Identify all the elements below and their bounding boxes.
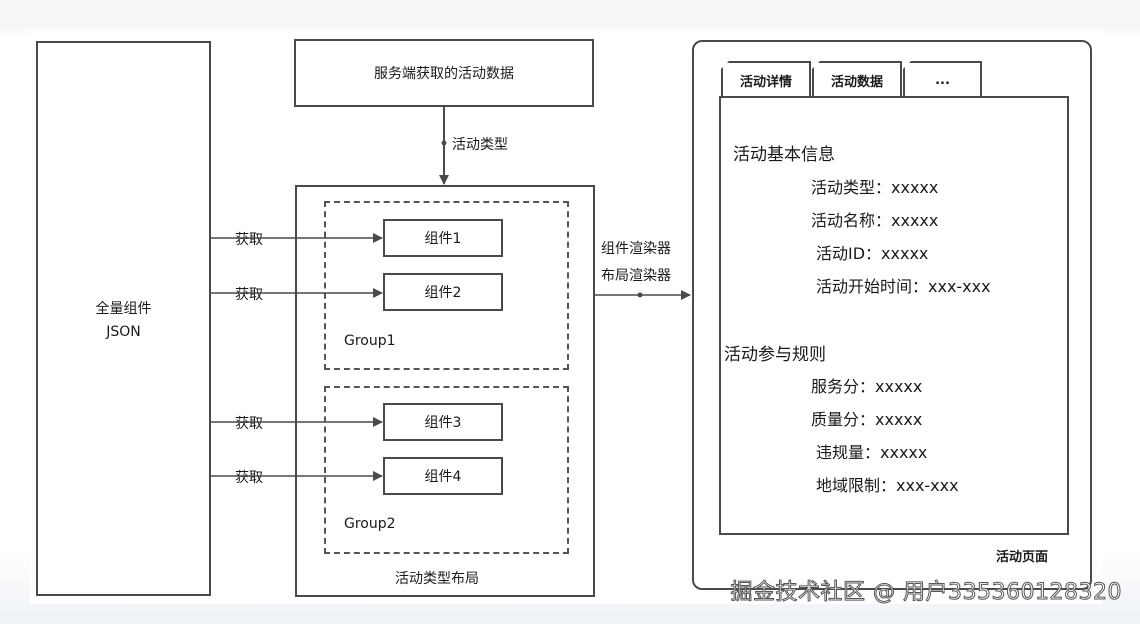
activity-page-content (719, 96, 1069, 535)
field-service-score: 服务分：xxxxx (811, 377, 923, 396)
fetch-label-2: 获取 (233, 284, 265, 304)
full-components-label: 全量组件 (95, 300, 152, 317)
json-label: JSON (106, 323, 141, 340)
tab-more[interactable]: ... (903, 61, 982, 97)
server-data-box: 服务端获取的活动数据 (294, 39, 594, 107)
component-1-label: 组件1 (424, 231, 462, 247)
component-renderer-label: 组件渲染器 (601, 241, 671, 257)
field-activity-type: 活动类型：xxxxx (811, 178, 939, 197)
fetch-label-4: 获取 (233, 467, 265, 487)
section-rules-title: 活动参与规则 (724, 345, 826, 365)
group1-label: Group1 (344, 333, 396, 349)
tab-more-label: ... (935, 72, 950, 88)
tab-activity-data[interactable]: 活动数据 (812, 61, 902, 97)
tab-activity-details[interactable]: 活动详情 (721, 61, 811, 97)
activity-page-footer-label: 活动页面 (996, 550, 1049, 565)
component-3-box: 组件3 (383, 403, 503, 441)
tab-activity-data-label: 活动数据 (830, 74, 883, 90)
fetch-label-3: 获取 (233, 413, 265, 433)
section-basic-info-title: 活动基本信息 (733, 145, 835, 165)
component-3-label: 组件3 (424, 415, 462, 431)
juejin-watermark: 掘金技术社区 @ 用户335360128320 (730, 580, 1122, 606)
field-violations: 违规量：xxxxx (816, 443, 928, 462)
fetch-label-1: 获取 (233, 229, 265, 249)
component-4-label: 组件4 (424, 469, 462, 485)
group1-box (324, 201, 569, 370)
field-region-limit: 地域限制：xxx-xxx (816, 476, 959, 495)
tab-activity-details-label: 活动详情 (739, 74, 792, 90)
activity-type-layout-label: 活动类型布局 (395, 571, 479, 587)
group2-box (324, 386, 569, 554)
field-activity-name: 活动名称：xxxxx (811, 211, 939, 230)
layout-renderer-label: 布局渲染器 (601, 268, 671, 284)
component-4-box: 组件4 (383, 457, 503, 495)
group2-label: Group2 (344, 516, 396, 532)
field-activity-id: 活动ID：xxxxx (816, 244, 929, 263)
component-1-box: 组件1 (383, 219, 503, 257)
server-data-label: 服务端获取的活动数据 (374, 66, 514, 82)
full-components-json-box: 全量组件 JSON (36, 41, 211, 596)
component-2-box: 组件2 (383, 273, 503, 311)
field-quality-score: 质量分：xxxxx (811, 410, 923, 429)
field-activity-start-time: 活动开始时间：xxx-xxx (816, 277, 991, 296)
component-2-label: 组件2 (424, 285, 462, 301)
activity-type-arrow-label: 活动类型 (452, 137, 508, 153)
